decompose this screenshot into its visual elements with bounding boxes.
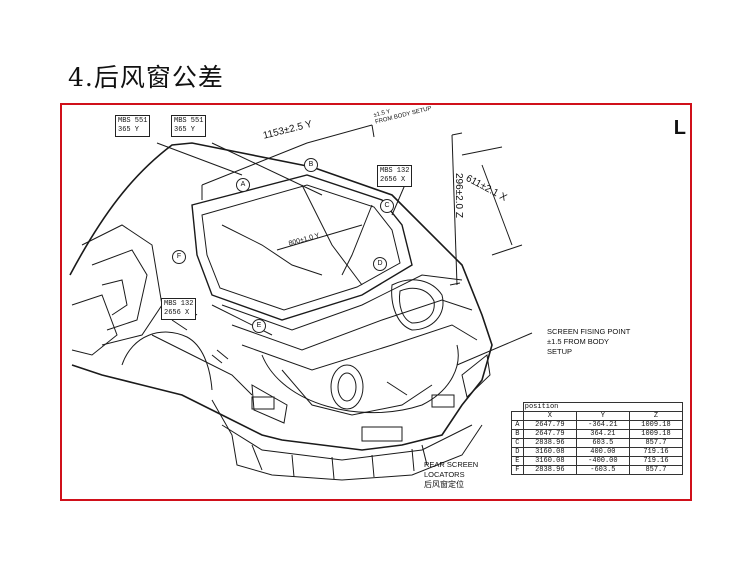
table-cell: -603.5 [575, 465, 630, 475]
mbs-callout-line: MBS 551 [118, 117, 148, 125]
table-position-header: position [522, 402, 684, 412]
table-header: X [522, 411, 577, 421]
table-cell: A [511, 420, 524, 430]
table-row: F 2838.96 -603.5 857.7 [511, 465, 684, 475]
note-line: SCREEN FISING POINT [547, 327, 631, 336]
table-cell: 400.00 [575, 447, 630, 457]
rear-screen-note: REAR SCREEN LOCATORS 后风窗定位 [424, 460, 478, 490]
table-cell: 1009.18 [628, 429, 684, 439]
diagram-frame: L MBS 551 365 Y MBS 551 365 Y MBS 132 26… [60, 103, 692, 501]
point-marker-e: E [252, 319, 266, 333]
car-body-drawing [69, 124, 533, 481]
table-cell [511, 402, 524, 412]
note-line: ±1.5 FROM BODY [547, 337, 610, 346]
mbs-callout-line: MBS 551 [174, 117, 204, 125]
table-cell: 2838.96 [522, 465, 577, 475]
table-header: Y [575, 411, 630, 421]
mbs-callout-line: 2656 X [164, 309, 190, 317]
table-cell: 3160.08 [522, 456, 577, 466]
table-cell: B [511, 429, 524, 439]
table-row: E 3160.08 -400.00 719.16 [511, 456, 684, 466]
table-row: D 3160.08 400.00 719.16 [511, 447, 684, 457]
table-cell: -364.21 [575, 420, 630, 430]
note-line: LOCATORS [424, 470, 465, 479]
dimension-height-z: 296±2.0 Z [453, 173, 464, 218]
table-cell: 857.7 [628, 465, 684, 475]
corner-mark: L [673, 117, 686, 139]
table-cell: 857.7 [628, 438, 684, 448]
table-cell: -400.00 [575, 456, 630, 466]
point-marker-f: F [172, 250, 186, 264]
mbs-callout-b: MBS 551 365 Y [171, 115, 207, 137]
table-row: C 2838.96 603.5 857.7 [511, 438, 684, 448]
point-marker-a: A [236, 178, 250, 192]
table-cell: 364.21 [575, 429, 630, 439]
mbs-callout-line: 365 Y [174, 126, 196, 134]
mbs-callout-a: MBS 551 365 Y [115, 115, 151, 137]
slide-title: 4.后风窗公差 [68, 63, 224, 92]
table-row: B 2647.79 364.21 1009.18 [511, 429, 684, 439]
table-cell: 603.5 [575, 438, 630, 448]
screen-fixing-note: SCREEN FISING POINT ±1.5 FROM BODY SETUP [547, 327, 630, 357]
table-cell: 719.16 [628, 447, 684, 457]
table-header-row: X Y Z [511, 411, 684, 421]
mbs-callout-line: MBS 132 [380, 167, 410, 175]
table-cell: 2647.79 [522, 429, 577, 439]
point-marker-b: B [304, 158, 318, 172]
coordinate-table: position X Y Z A 2647.79 -364.21 1009.18… [511, 402, 684, 475]
mbs-callout-line: 365 Y [118, 126, 140, 134]
note-line: SETUP [547, 347, 573, 356]
note-line: REAR SCREEN [424, 460, 479, 469]
table-cell: 2838.96 [522, 438, 577, 448]
point-marker-c: C [380, 199, 394, 213]
note-line-cn: 后风窗定位 [424, 480, 464, 489]
table-cell: C [511, 438, 524, 448]
table-header [511, 411, 524, 421]
table-row: A 2647.79 -364.21 1009.18 [511, 420, 684, 430]
mbs-callout-d: MBS 132 2656 X [161, 298, 197, 320]
table-cell: E [511, 456, 524, 466]
point-marker-d: D [373, 257, 387, 271]
table-cell: 3160.08 [522, 447, 577, 457]
table-caption-row: position [511, 402, 684, 412]
mbs-callout-line: MBS 132 [164, 300, 194, 308]
table-header: Z [628, 411, 684, 421]
table-cell: F [511, 465, 524, 475]
mbs-callout-line: 2656 X [380, 176, 406, 184]
table-cell: 1009.18 [628, 420, 684, 430]
mbs-callout-c: MBS 132 2656 X [377, 165, 413, 187]
table-cell: 719.16 [628, 456, 684, 466]
table-cell: 2647.79 [522, 420, 577, 430]
table-cell: D [511, 447, 524, 457]
